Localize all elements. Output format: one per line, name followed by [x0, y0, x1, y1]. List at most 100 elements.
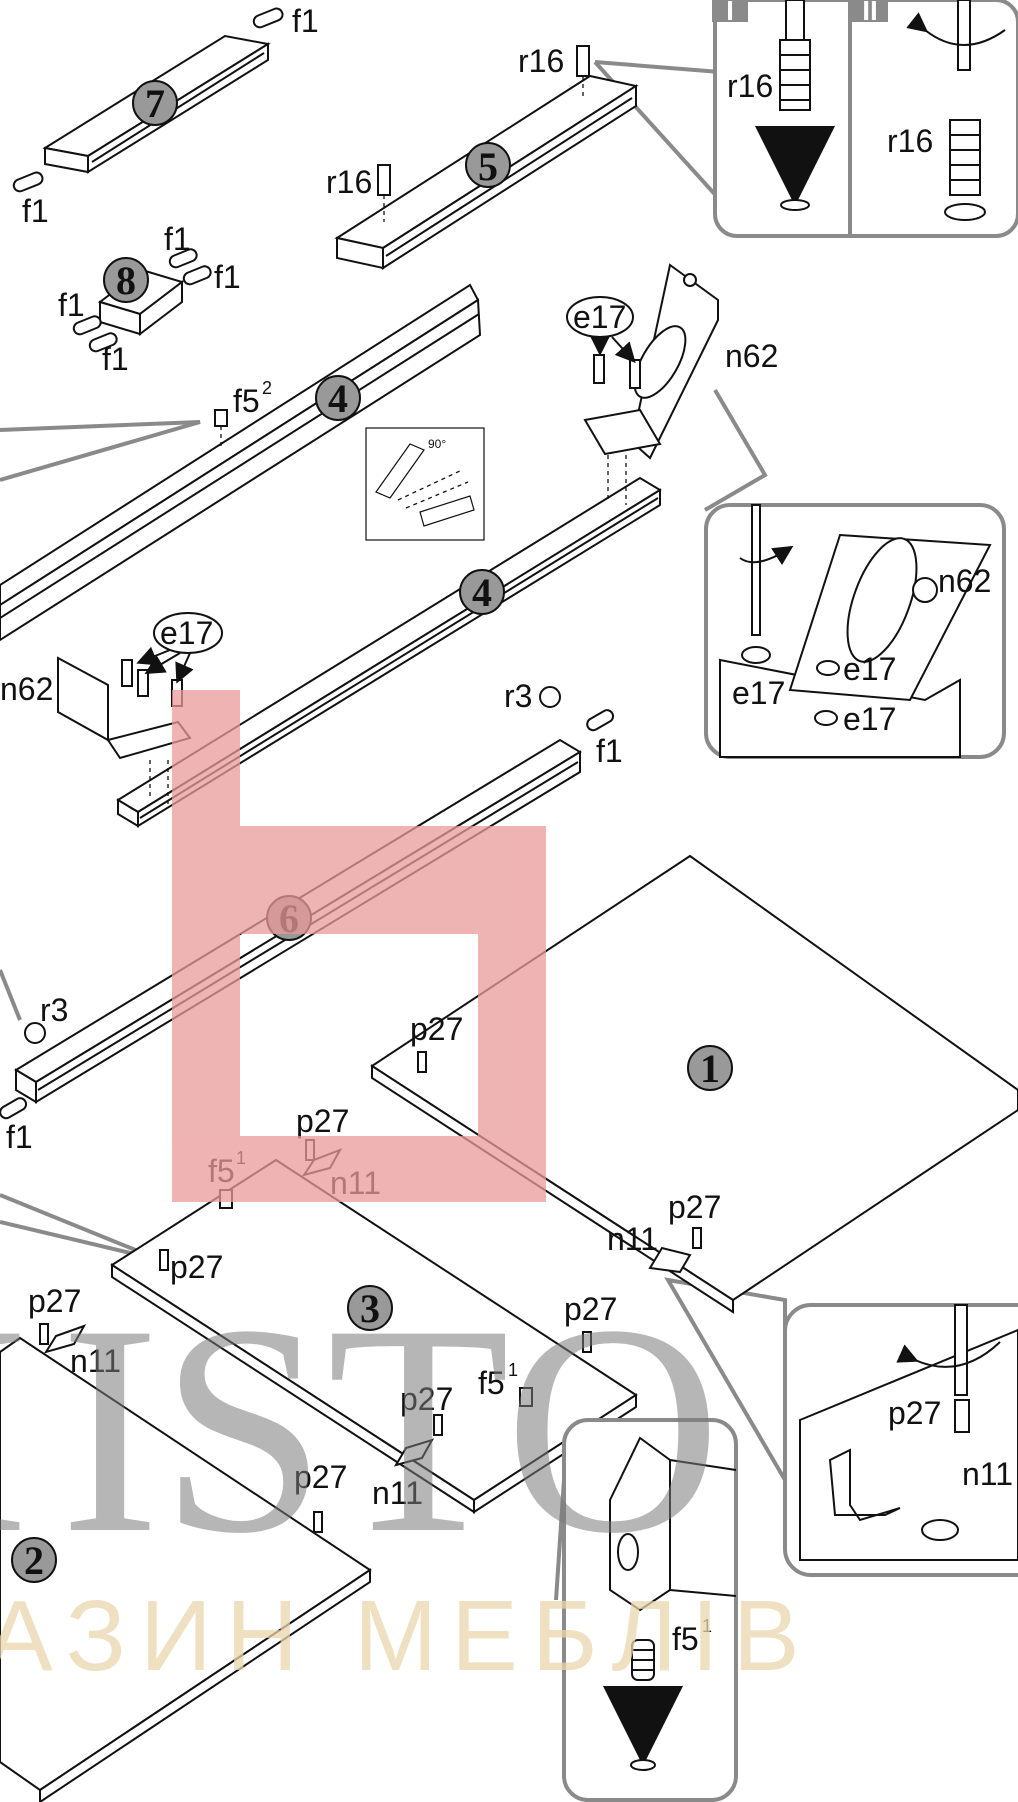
f1-label: f1: [102, 341, 129, 377]
e17-label: e17: [573, 299, 626, 335]
f1-label: f1: [58, 287, 85, 323]
p27-label: p27: [668, 1189, 721, 1225]
hanger-n11: [393, 1438, 435, 1467]
n11-label: n11: [962, 1456, 1013, 1492]
e17-label: e17: [732, 675, 785, 711]
part-4-number: 4: [328, 376, 348, 421]
screw-p27: [313, 1511, 323, 1533]
watermark-brand: I ISTO АЗИН МЕБЛІВ: [0, 1263, 814, 1692]
watermark-brand-fragment: I: [0, 1263, 30, 1595]
f5-label: f5: [233, 383, 260, 419]
r16-label: r16: [727, 68, 773, 104]
part-5-badge: [465, 142, 511, 188]
n11-label: n11: [70, 1343, 121, 1379]
p27-label: p27: [410, 1011, 463, 1047]
screw-p27: [954, 1399, 970, 1433]
hanger-n11: [648, 1246, 692, 1274]
detail-cam-bolt: I II r16 r16: [712, 0, 1018, 238]
part-1-number: 1: [700, 1046, 720, 1091]
f5-superscript: 2: [262, 378, 272, 398]
p27-label: p27: [888, 1395, 941, 1431]
part-3-badge: [347, 1285, 393, 1331]
screw-p27: [582, 1331, 592, 1353]
screw-p27: [39, 1323, 49, 1345]
detail-hanger: p27 n11: [783, 1303, 1018, 1577]
f5-label: f5: [672, 1621, 699, 1657]
step-two-label: II: [862, 0, 878, 26]
part-4-number: 4: [472, 570, 492, 615]
f1-label: f1: [22, 193, 49, 229]
f5-superscript: 1: [702, 1616, 712, 1636]
screw-p27: [159, 1249, 169, 1271]
n62-label: n62: [938, 563, 991, 599]
screw-p27: [692, 1227, 702, 1249]
p27-label: p27: [28, 1283, 81, 1319]
part-4-badge: [315, 375, 361, 421]
dowel-f5-1: [519, 1387, 533, 1407]
f1-label: f1: [164, 221, 191, 257]
watermark-tagline: АЗИН МЕБЛІВ: [0, 1580, 814, 1692]
e17-label: e17: [843, 701, 896, 737]
dowel-f5-2: [214, 409, 228, 427]
angle-hint-label: 90°: [428, 437, 446, 451]
part-8-number: 8: [116, 258, 136, 303]
f1-label: f1: [596, 733, 623, 769]
n11-label: n11: [372, 1475, 423, 1511]
watermark-brand-text: ISTO: [60, 1263, 721, 1595]
part-5-number: 5: [478, 144, 498, 189]
angle-hint-inset: 90°: [365, 427, 485, 541]
n11-label: n11: [607, 1221, 658, 1257]
panel-7: 7 f1 f1: [12, 3, 319, 229]
p27-label: p27: [294, 1459, 347, 1495]
e17-label: e17: [160, 615, 213, 651]
panel-8: 8 f1 f1 f1 f1: [58, 221, 241, 377]
cam-lock-r3: [24, 1022, 46, 1044]
part-4-badge: [459, 569, 505, 615]
screw-p27: [433, 1414, 443, 1436]
f5-label: f5: [478, 1365, 505, 1401]
screw-e17: [629, 359, 641, 389]
cam-bolt-r16: [377, 164, 391, 196]
f1-label: f1: [6, 1119, 33, 1155]
part-7-number: 7: [145, 81, 165, 126]
part-8-badge: [103, 257, 149, 303]
n62-label: n62: [725, 338, 778, 374]
watermark-logo: [172, 690, 546, 1202]
bracket-n62-upper: e17 n62: [566, 263, 778, 505]
part-2-badge: [11, 1537, 57, 1583]
n62-label: n62: [0, 671, 53, 707]
panel-2: 2 p27 n11: [0, 1283, 372, 1802]
panel-5: 5 r16 r16: [326, 43, 639, 270]
hanger-n11: [828, 1448, 901, 1522]
cam-lock-r3: [539, 686, 561, 708]
r16-label: r16: [518, 43, 564, 79]
screw-p27: [417, 1051, 427, 1073]
p27-label: p27: [170, 1249, 223, 1285]
r3-label: r3: [40, 992, 68, 1028]
part-7-badge: [132, 80, 178, 126]
screw-e17: [137, 669, 149, 697]
part-3-number: 3: [360, 1286, 380, 1331]
detail-dowel: f5 1: [562, 1418, 738, 1802]
f1-label: f1: [292, 3, 319, 39]
step-one-label: I: [726, 0, 734, 26]
panel-4-upper: 4 f5 2: [0, 283, 482, 642]
part-1-badge: [687, 1045, 733, 1091]
detail-bracket: n62 e17 e17 e17: [704, 503, 1006, 759]
screw-e17: [121, 659, 133, 687]
p27-label: p27: [400, 1381, 453, 1417]
r16-label: r16: [326, 164, 372, 200]
cam-bolt-r16: [576, 45, 590, 77]
p27-label: p27: [296, 1103, 349, 1139]
part-2-number: 2: [24, 1538, 44, 1583]
r16-label: r16: [887, 123, 933, 159]
r3-label: r3: [504, 678, 532, 714]
bracket-n62-left: e17 n62: [0, 612, 223, 805]
e17-label: e17: [843, 651, 896, 687]
p27-label: p27: [564, 1291, 617, 1327]
f1-label: f1: [214, 259, 241, 295]
hanger-n11: [43, 1324, 87, 1354]
f5-superscript: 1: [508, 1360, 518, 1380]
screw-e17: [593, 354, 605, 384]
